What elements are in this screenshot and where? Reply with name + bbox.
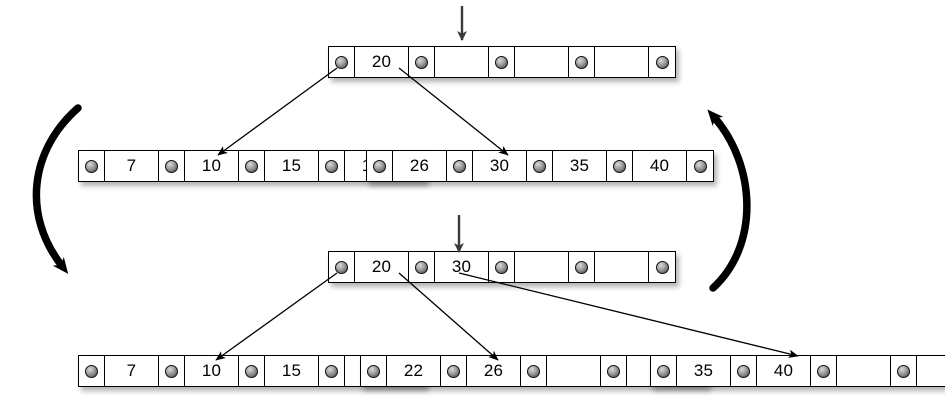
node-key-cell[interactable]: 20 (355, 252, 409, 282)
pointer-bullet-icon (335, 260, 348, 274)
pointer-bullet-icon (415, 260, 428, 274)
transition-arrow-right[interactable] (707, 109, 751, 292)
node-pointer-cell[interactable] (361, 356, 387, 386)
node-pointer-cell[interactable] (329, 252, 355, 282)
node-pointer-cell[interactable] (329, 47, 355, 77)
node-pointer-cell[interactable] (319, 151, 345, 181)
node-key-cell[interactable]: 20 (355, 47, 409, 77)
node-pointer-cell[interactable] (731, 356, 757, 386)
pointer-bullet-icon (447, 364, 460, 378)
pointer-bullet-icon (453, 159, 466, 173)
node-pointer-cell[interactable] (649, 47, 675, 77)
node-key-cell[interactable] (595, 47, 649, 77)
node-key-cell[interactable]: 40 (757, 356, 811, 386)
pointer-bullet-icon (245, 364, 258, 378)
pointer-bullet-icon (85, 364, 98, 378)
pointer-bullet-icon (85, 159, 98, 173)
node-key-cell[interactable]: 30 (473, 151, 527, 181)
pointer-bullet-icon (657, 364, 670, 378)
node-pointer-cell[interactable] (159, 151, 185, 181)
node-key-cell[interactable] (515, 252, 569, 282)
pointer-bullet-icon (165, 159, 178, 173)
pointer-bullet-icon (245, 159, 258, 173)
transition-arrow-left[interactable] (32, 104, 82, 274)
leaf-after-right[interactable]: 35 40 (650, 355, 945, 387)
node-key-cell[interactable]: 15 (265, 356, 319, 386)
node-key-cell[interactable]: 15 (265, 151, 319, 181)
pointer-bullet-icon (897, 364, 910, 378)
node-key-cell[interactable] (435, 47, 489, 77)
pointer-bullet-icon (373, 159, 386, 173)
pointer-bullet-icon (367, 364, 380, 378)
pointer-bullet-icon (737, 364, 750, 378)
pointer-bullet-icon (325, 364, 338, 378)
node-key-cell[interactable]: 40 (633, 151, 687, 181)
node-pointer-cell[interactable] (409, 252, 435, 282)
root-after[interactable]: 20 30 (328, 251, 676, 283)
node-pointer-cell[interactable] (649, 252, 675, 282)
pointer-bullet-icon (693, 159, 707, 173)
pointer-bullet-icon (613, 159, 626, 173)
node-pointer-cell[interactable] (79, 356, 105, 386)
node-pointer-cell[interactable] (447, 151, 473, 181)
node-key-cell[interactable]: 30 (435, 252, 489, 282)
pointer-bullet-icon (655, 55, 669, 69)
node-key-cell[interactable]: 10 (185, 151, 239, 181)
pointer-bullet-icon (575, 260, 588, 274)
pointer-bullet-icon (495, 260, 508, 274)
node-pointer-cell[interactable] (527, 151, 553, 181)
node-key-cell[interactable]: 22 (387, 356, 441, 386)
pointer-bullet-icon (655, 260, 669, 274)
pointer-bullet-icon (527, 364, 540, 378)
pointer-bullet-icon (415, 55, 428, 69)
node-key-cell[interactable] (515, 47, 569, 77)
node-pointer-cell[interactable] (489, 252, 515, 282)
pointer-bullet-icon (495, 55, 508, 69)
node-pointer-cell[interactable] (367, 151, 393, 181)
leaf-before-right[interactable]: 26 30 35 40 (366, 150, 714, 182)
node-key-cell[interactable]: 26 (467, 356, 521, 386)
node-pointer-cell[interactable] (569, 47, 595, 77)
pointer-bullet-icon (533, 159, 546, 173)
node-pointer-cell[interactable] (569, 252, 595, 282)
node-key-cell[interactable] (837, 356, 891, 386)
pointer-bullet-icon (575, 55, 588, 69)
root-before[interactable]: 20 (328, 46, 676, 78)
pointer-bullet-icon (335, 55, 348, 69)
node-pointer-cell[interactable] (319, 356, 345, 386)
node-pointer-cell[interactable] (159, 356, 185, 386)
node-key-cell[interactable] (917, 356, 945, 386)
edge-root-after-to-middle-leaf (398, 272, 499, 361)
node-pointer-cell[interactable] (521, 356, 547, 386)
node-pointer-cell[interactable] (891, 356, 917, 386)
node-pointer-cell[interactable] (79, 151, 105, 181)
node-pointer-cell[interactable] (441, 356, 467, 386)
node-pointer-cell[interactable] (489, 47, 515, 77)
node-pointer-cell[interactable] (239, 356, 265, 386)
node-key-cell[interactable] (547, 356, 601, 386)
node-key-cell[interactable]: 7 (105, 151, 159, 181)
pointer-bullet-icon (607, 364, 620, 378)
node-key-cell[interactable] (595, 252, 649, 282)
node-pointer-cell[interactable] (239, 151, 265, 181)
node-pointer-cell[interactable] (409, 47, 435, 77)
edge-root-after-to-left-leaf (215, 272, 338, 361)
node-key-cell[interactable]: 10 (185, 356, 239, 386)
pointer-bullet-icon (817, 364, 830, 378)
node-key-cell[interactable]: 26 (393, 151, 447, 181)
node-key-cell[interactable]: 35 (677, 356, 731, 386)
node-pointer-cell[interactable] (607, 151, 633, 181)
node-pointer-cell[interactable] (651, 356, 677, 386)
node-pointer-cell[interactable] (811, 356, 837, 386)
edge-root-after-to-right-leaf (458, 272, 799, 358)
pointer-bullet-icon (165, 364, 178, 378)
node-pointer-cell[interactable] (601, 356, 627, 386)
node-key-cell[interactable]: 7 (105, 356, 159, 386)
node-pointer-cell[interactable] (687, 151, 713, 181)
leaf-after-middle[interactable]: 22 26 (360, 355, 708, 387)
edge-root-before-to-left-leaf (217, 67, 338, 156)
edge-root-before-to-right-leaf (398, 67, 509, 156)
node-key-cell[interactable]: 35 (553, 151, 607, 181)
pointer-bullet-icon (325, 159, 338, 173)
